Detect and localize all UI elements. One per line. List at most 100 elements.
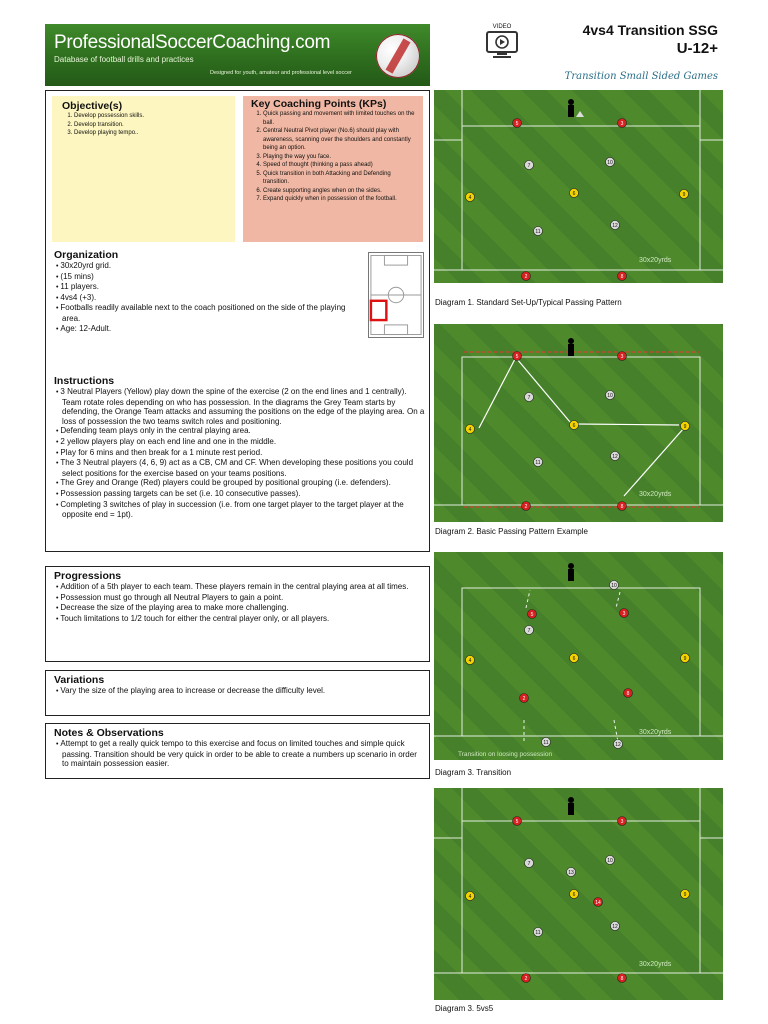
player-marker: 9 <box>680 889 690 899</box>
svg-text:6: 6 <box>573 656 576 662</box>
svg-text:9: 9 <box>684 656 687 662</box>
list-item: Age: 12-Adult. <box>54 324 354 335</box>
player-marker: 9 <box>679 189 689 199</box>
list-item: Quick passing and movement with limited … <box>263 110 417 127</box>
svg-text:9: 9 <box>684 424 687 430</box>
diagram-1[interactable]: 30x20yrds 5 3 7 10 4 6 9 11 12 2 8 <box>434 90 723 283</box>
svg-text:5: 5 <box>516 121 519 127</box>
player-marker: 12 <box>610 220 620 230</box>
svg-text:8: 8 <box>621 504 624 510</box>
player-marker: 2 <box>521 973 531 983</box>
coach-icon <box>568 797 574 815</box>
notes-box: Notes & Observations Attempt to get a re… <box>45 723 430 779</box>
svg-text:5: 5 <box>516 354 519 360</box>
svg-text:6: 6 <box>573 423 576 429</box>
svg-text:2: 2 <box>525 976 528 982</box>
list-item: Decrease the size of the playing area to… <box>54 603 421 614</box>
notes-list: Attempt to get a really quick tempo to t… <box>54 739 421 769</box>
list-item: 2 yellow players play on each end line a… <box>54 437 426 448</box>
svg-text:8: 8 <box>627 691 630 697</box>
svg-text:2: 2 <box>523 696 526 702</box>
key-points-box: Key Coaching Points (KPs) Quick passing … <box>243 96 423 242</box>
variations-list: Vary the size of the playing area to inc… <box>54 686 421 697</box>
coach-icon <box>568 563 574 581</box>
svg-text:10: 10 <box>611 583 617 589</box>
list-item: Speed of thought (thinking a pass ahead) <box>263 161 417 170</box>
list-item: Possession passing targets can be set (i… <box>54 489 426 500</box>
player-marker: 12 <box>610 451 620 461</box>
video-label: VIDEO <box>492 24 512 30</box>
player-marker: 6 <box>569 420 579 430</box>
player-marker: 2 <box>521 271 531 281</box>
objectives-list: Develop possession skills. Develop trans… <box>58 112 229 138</box>
svg-text:3: 3 <box>621 354 624 360</box>
site-banner[interactable]: ProfessionalSoccerCoaching.com Database … <box>45 24 430 86</box>
player-marker: 3 <box>617 816 627 826</box>
drill-title: 4vs4 Transition SSG <box>582 22 718 38</box>
player-marker: 6 <box>569 188 579 198</box>
player-marker: 4 <box>465 891 475 901</box>
player-marker: 7 <box>524 160 534 170</box>
svg-text:10: 10 <box>607 858 613 864</box>
grid-label: 30x20yrds <box>639 729 672 736</box>
player-marker: 4 <box>465 424 475 434</box>
player-marker: 10 <box>605 855 615 865</box>
list-item: Touch limitations to 1/2 touch for eithe… <box>54 614 421 625</box>
player-marker: 3 <box>617 351 627 361</box>
list-item: Expand quickly when in possession of the… <box>263 195 417 204</box>
pitch-area-icon <box>368 252 424 338</box>
coach-icon <box>568 338 574 356</box>
progressions-heading: Progressions <box>54 570 122 582</box>
player-marker: 8 <box>617 271 627 281</box>
svg-text:12: 12 <box>612 223 618 229</box>
diagram-3-svg: 30x20yrds Transition on loosing possessi… <box>434 563 723 758</box>
player-marker: 4 <box>465 192 475 202</box>
football-logo-icon <box>376 34 420 78</box>
svg-text:5: 5 <box>516 819 519 825</box>
list-item: Develop possession skills. <box>74 112 229 121</box>
svg-text:11: 11 <box>535 930 540 936</box>
organization-heading: Organization <box>54 249 119 261</box>
player-marker: 9 <box>680 421 690 431</box>
svg-text:7: 7 <box>528 861 531 867</box>
svg-text:11: 11 <box>535 229 540 235</box>
player-marker: 2 <box>519 693 529 703</box>
svg-text:2: 2 <box>525 274 528 280</box>
player-marker: 7 <box>524 858 534 868</box>
svg-text:7: 7 <box>528 628 531 634</box>
player-marker: 3 <box>617 118 627 128</box>
player-marker: 8 <box>617 973 627 983</box>
objectives-box: Objective(s) Develop possession skills. … <box>52 96 235 242</box>
player-marker: 11 <box>533 226 543 236</box>
list-item: Defending team plays only in the central… <box>54 426 426 437</box>
svg-text:8: 8 <box>621 274 624 280</box>
svg-text:12: 12 <box>612 454 618 460</box>
player-marker: 6 <box>569 889 579 899</box>
svg-text:9: 9 <box>684 892 687 898</box>
list-item: The 3 Neutral players (4, 6, 9) act as a… <box>54 458 426 478</box>
video-icon[interactable] <box>486 31 518 59</box>
transition-note: Transition on loosing possession <box>458 751 552 758</box>
player-marker: 10 <box>605 157 615 167</box>
svg-text:13: 13 <box>568 870 574 876</box>
grid-label: 30x20yrds <box>639 257 672 264</box>
brand-designed-note: Designed for youth, amateur and professi… <box>210 70 352 76</box>
drill-subtitle: Transition Small Sided Games <box>564 71 718 82</box>
player-marker: 9 <box>680 653 690 663</box>
svg-text:11: 11 <box>543 740 548 746</box>
diagram-3[interactable]: 30x20yrds Transition on loosing possessi… <box>434 552 723 760</box>
variations-heading: Variations <box>54 674 105 686</box>
svg-text:7: 7 <box>528 163 531 169</box>
player-marker: 13 <box>566 867 576 877</box>
svg-text:10: 10 <box>607 393 613 399</box>
svg-text:8: 8 <box>621 976 624 982</box>
player-marker: 14 <box>593 897 603 907</box>
svg-text:6: 6 <box>573 892 576 898</box>
list-item: The Grey and Orange (Red) players could … <box>54 478 426 489</box>
svg-text:4: 4 <box>469 894 472 900</box>
player-marker: 6 <box>569 653 579 663</box>
key-points-heading: Key Coaching Points (KPs) <box>251 98 387 110</box>
